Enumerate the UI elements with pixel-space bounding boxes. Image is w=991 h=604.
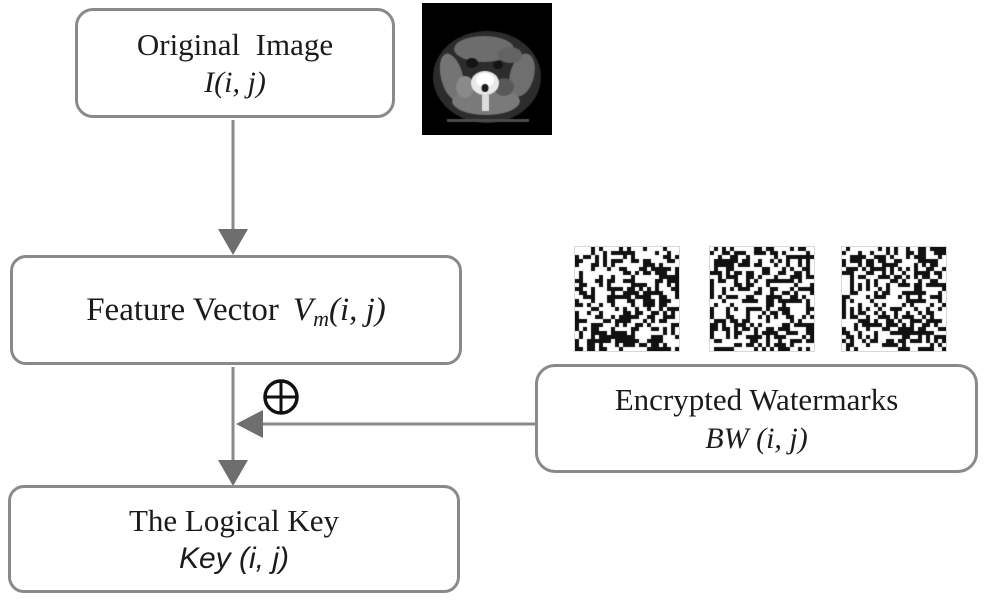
encrypted-watermarks-formula: BW (i, j) [705,421,808,455]
logical-key-box: The Logical Key Key (i, j) [8,485,460,593]
arrow-original-to-feature-head-icon [218,229,248,255]
encrypted-watermarks-box: Encrypted Watermarks BW (i, j) [535,364,978,473]
encrypted-watermark-noise-1 [574,246,680,352]
original-image-title: Original Image [136,26,334,62]
feature-vector-subscript: m [313,305,329,331]
encrypted-watermarks-title: Encrypted Watermarks [614,382,899,418]
feature-vector-title: Feature Vector [86,291,279,328]
arrow-watermarks-to-xor-head-icon [236,410,263,438]
arrow-feature-to-key-head-icon [218,460,248,486]
original-image-formula: I(i, j) [204,66,266,100]
feature-vector-var: V [292,291,314,328]
feature-vector-args: (i, j) [328,291,386,328]
encrypted-watermark-noise-2 [709,246,815,352]
ct-scan-image [422,3,552,135]
xor-operator-icon [263,379,299,415]
logical-key-formula: Key (i, j) [178,542,289,576]
encrypted-watermark-noise-3 [841,246,947,352]
logical-key-title: The Logical Key [128,502,340,538]
original-image-box: Original Image I(i, j) [75,8,395,118]
